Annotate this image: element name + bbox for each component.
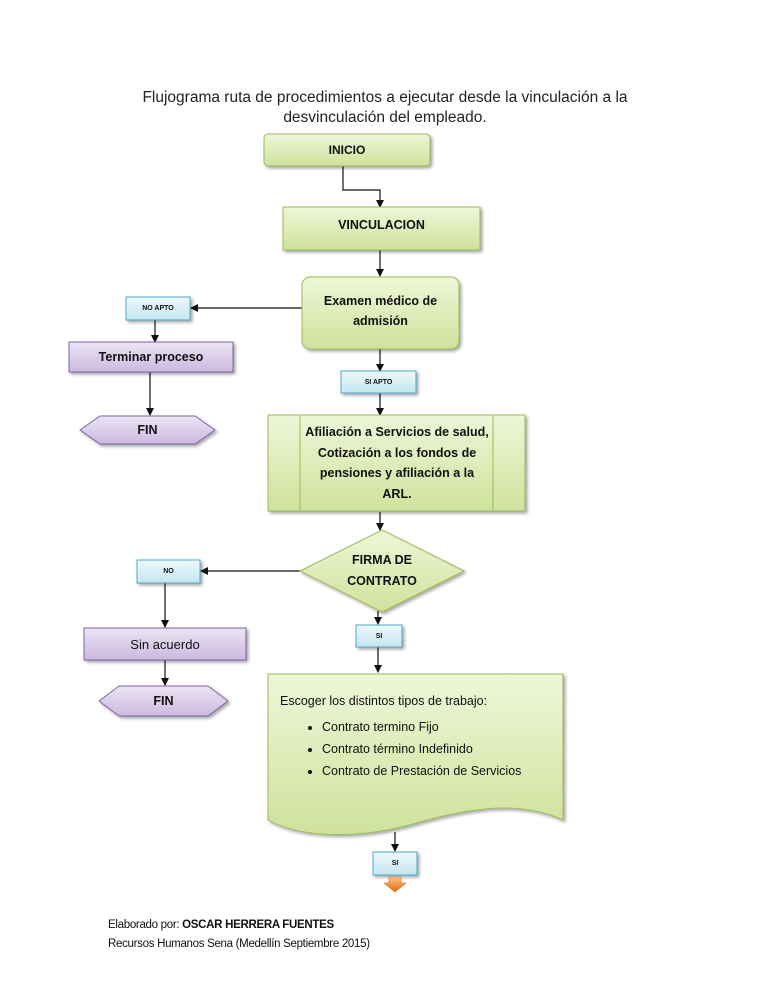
contract-item: Contrato termino Fijo (322, 720, 560, 734)
sin-acuerdo-label: Sin acuerdo (130, 636, 200, 652)
diagram-title: Flujograma ruta de procedimientos a ejec… (120, 88, 650, 128)
footer-author: OSCAR HERRERA FUENTES (182, 919, 334, 931)
no-label: NO (163, 568, 174, 575)
fin-2-shape (98, 685, 229, 717)
footer-prefix: Elaborado por: (108, 919, 183, 931)
terminar-label: Terminar proceso (98, 350, 204, 364)
terminar-box (68, 341, 234, 373)
contract-list: Contrato termino Fijo Contrato término I… (280, 720, 560, 778)
vinculacion-label: VINCULACION (338, 218, 425, 232)
fin-1-label: FIN (137, 423, 158, 437)
contract-types-text: Escoger los distintos tipos de trabajo: … (280, 694, 560, 786)
connectors (146, 166, 399, 852)
no-apto-label: NO APTO (142, 305, 174, 312)
sin-acuerdo-box (83, 627, 247, 661)
footer: Elaborado por: OSCAR HERRERA FUENTES Rec… (108, 916, 370, 954)
afiliacion-label: Afiliación a Servicios de salud, Cotizac… (305, 425, 489, 501)
document-shape (267, 673, 564, 836)
escoger-label: Escoger los distintos tipos de trabajo: (280, 694, 488, 708)
vinculacion-box (282, 206, 481, 251)
si-2-label: SI (391, 860, 399, 867)
fin-1-shape (79, 415, 216, 445)
si-1-label: SI (375, 632, 383, 640)
contract-item: Contrato término Indefinido (322, 742, 560, 756)
no-box (136, 559, 201, 584)
si-apto-label: SI APTO (364, 378, 393, 386)
title-line-1: Flujograma ruta de procedimientos a ejec… (142, 89, 628, 106)
no-apto-box (125, 296, 191, 321)
down-arrow-icon (383, 876, 407, 893)
examen-box (301, 276, 460, 350)
si-apto-box (340, 370, 417, 394)
si-2-box (372, 851, 418, 876)
firma-diamond (298, 529, 466, 613)
firma-label: FIRMA DE CONTRATO (347, 553, 417, 588)
si-1-box (355, 624, 403, 648)
inicio-box (263, 133, 431, 167)
contract-item: Contrato de Prestación de Servicios (322, 764, 560, 778)
title-line-2: desvinculación del empleado. (283, 109, 487, 126)
inicio-label: INICIO (328, 143, 366, 157)
afiliacion-box (267, 414, 526, 512)
fin-2-label: FIN (153, 694, 174, 708)
examen-label: Examen médico de admisión (323, 294, 438, 328)
arrow-inicio-vinculacion (342, 166, 384, 208)
footer-line-1: Elaborado por: OSCAR HERRERA FUENTES (108, 916, 370, 935)
footer-line-2: Recursos Humanos Sena (Medellín Septiemb… (108, 938, 370, 950)
